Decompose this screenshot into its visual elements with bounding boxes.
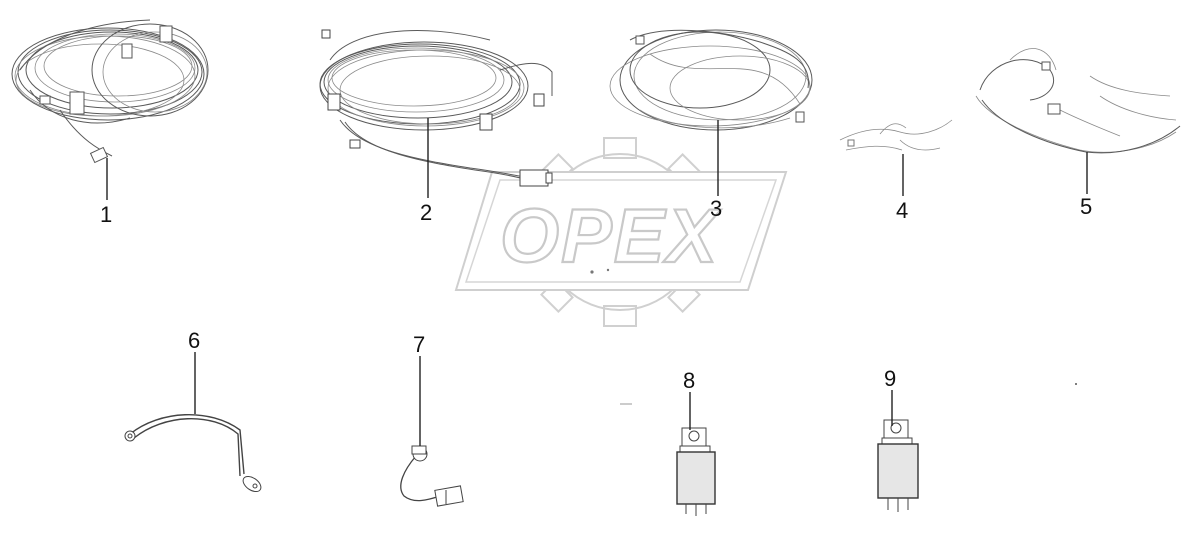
- callout-8: 8: [683, 368, 695, 393]
- part-3-wire-bundle: 3: [609, 29, 813, 221]
- callout-9: 9: [884, 366, 896, 391]
- part-6-ground-strap: 6: [124, 328, 262, 493]
- part-5-branch-harness: 5: [975, 48, 1181, 219]
- part-8-relay: 8: [676, 368, 716, 516]
- callout-6: 6: [188, 328, 200, 353]
- callout-1: 1: [100, 202, 112, 227]
- callout-7: 7: [413, 332, 425, 357]
- callout-5: 5: [1080, 194, 1092, 219]
- callout-3: 3: [710, 196, 722, 221]
- callout-4: 4: [896, 198, 908, 223]
- callout-2: 2: [420, 200, 432, 225]
- part-9-relay: 9: [877, 366, 919, 512]
- opex-watermark-logo: OPEX: [454, 137, 788, 327]
- part-1-wiring-harness: 1: [11, 19, 209, 227]
- watermark-text: OPEX: [500, 194, 721, 279]
- part-7-sensor-cable: 7: [400, 332, 464, 507]
- part-2-wiring-harness: 2: [319, 29, 553, 225]
- part-4-sensor-lead: 4: [839, 119, 953, 223]
